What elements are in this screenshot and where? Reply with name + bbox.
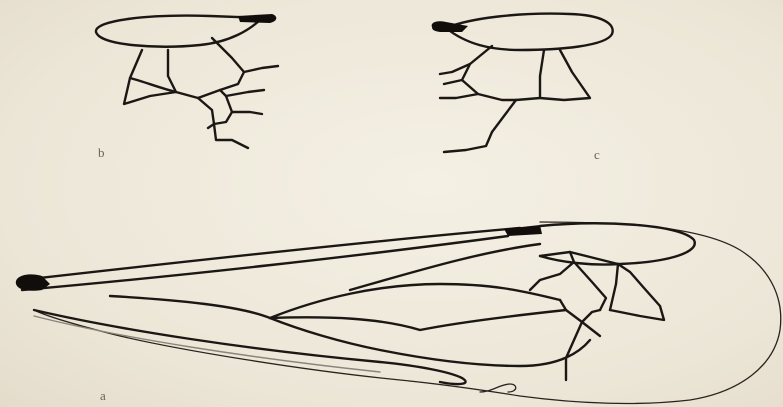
panel-b-marginal-cell (96, 16, 262, 47)
panel-a-submarginal-1 (530, 252, 574, 290)
panel-a-pterostigma (504, 225, 542, 236)
panel-a-anal-shadow (34, 316, 380, 372)
panel-b-right-cell (198, 38, 244, 98)
panel-b-right-extension (244, 66, 278, 72)
panel-c-right-cell (540, 50, 590, 100)
panel-a-third-cell-inner (610, 264, 618, 310)
panel-c-left-branch-3 (440, 94, 478, 98)
panel-a-drawing (16, 222, 781, 403)
panel-c-middle-vein (516, 50, 544, 100)
panel-a-cubital-cell (574, 262, 606, 310)
panel-a-cubitus (110, 296, 270, 318)
panel-b-stigma (238, 14, 276, 23)
panel-b-lower-branch-1 (226, 90, 264, 96)
panel-c-left-cell (462, 46, 516, 100)
panel-b-drawing (96, 14, 278, 148)
panel-c-marginal-cell (446, 14, 613, 50)
panel-c-lower-tail (444, 100, 516, 152)
panel-a-cross-vein (582, 310, 600, 322)
panel-c-left-branch-2 (444, 80, 462, 84)
panel-b-lower-stub (208, 124, 214, 128)
panel-a-media-lower (270, 310, 566, 330)
panel-a-costa (22, 228, 520, 280)
panel-a-media (270, 284, 560, 318)
panel-b-lower-branch-2 (232, 112, 262, 114)
panel-a-subcosta (22, 236, 508, 290)
panel-a-apical-branch (582, 322, 600, 336)
panel-a-anal-vein (34, 310, 466, 384)
panel-b-lower-tail (214, 124, 248, 148)
panel-a-margin-notch (480, 384, 516, 392)
panel-a-marginal-cell (540, 223, 695, 264)
panel-a-posterior-vein (270, 318, 590, 366)
panel-b-label: b (98, 146, 105, 159)
panel-c-label: c (594, 148, 600, 161)
panel-c-drawing (432, 14, 613, 152)
panel-a-label: a (100, 389, 106, 402)
